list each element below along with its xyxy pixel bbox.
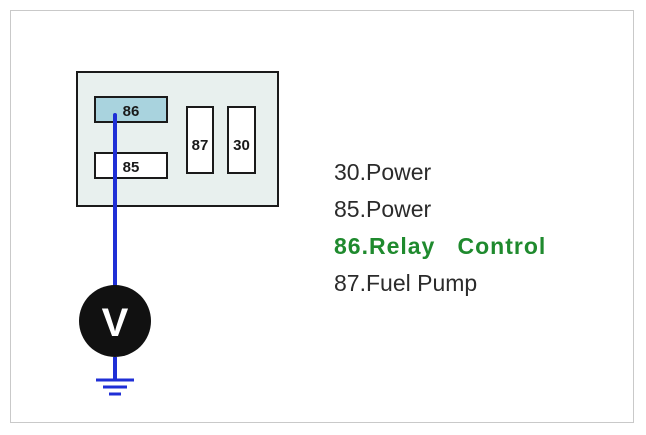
legend-item-85: 85.Power [334,196,432,222]
voltmeter-label: V [102,301,129,345]
pin-85-label: 85 [123,159,140,176]
legend-item-30: 30.Power [334,159,432,185]
ground-icon [96,378,134,396]
pin-87-terminal [186,106,214,174]
voltmeter-icon [79,285,151,357]
pin-30-label: 30 [233,137,250,154]
pin-85-terminal [94,152,168,179]
pin-86-terminal [94,96,168,123]
legend-item-87: 87.Fuel Pump [334,270,478,296]
legend-item-86: 86.Relay Control [334,233,547,259]
pin-legend: 30.Power 85.Power 86.Relay Control 87.Fu… [334,157,546,305]
pin-87-label: 87 [192,137,209,154]
pin-86-label: 86 [123,103,140,120]
pin-30-terminal [227,106,256,174]
